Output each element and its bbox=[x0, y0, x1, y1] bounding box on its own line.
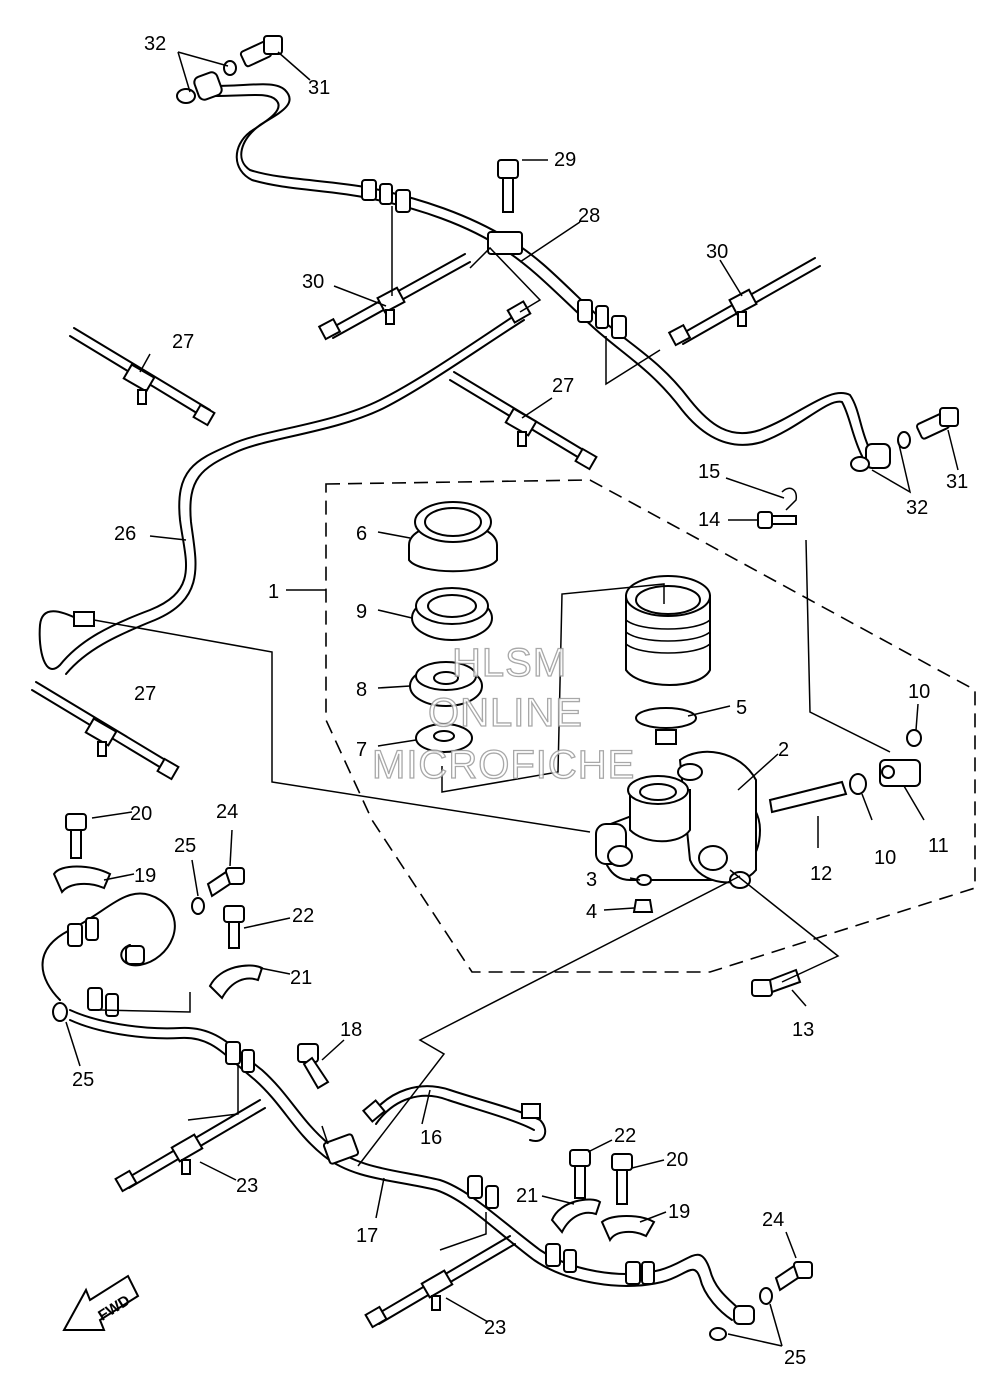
float-7 bbox=[415, 723, 473, 753]
callout-labels: 1 2 3 4 5 6 7 8 9 10 10 11 12 13 14 15 1… bbox=[72, 33, 968, 1369]
callout: 4 bbox=[586, 901, 597, 923]
callout: 1 bbox=[268, 581, 279, 603]
master-cylinder-2 bbox=[595, 750, 762, 889]
callout: 20 bbox=[130, 803, 152, 825]
washer-25-right-b bbox=[709, 1327, 727, 1341]
cable-tie-30-right bbox=[667, 257, 821, 347]
callout: 31 bbox=[946, 471, 968, 493]
bolt-24-left bbox=[206, 867, 245, 898]
reservoir-cap-6 bbox=[408, 501, 498, 573]
svg-text:HLSM: HLSM bbox=[452, 641, 567, 685]
callout: 30 bbox=[302, 271, 324, 293]
brake-pipe-26 bbox=[38, 300, 532, 675]
bolt-13 bbox=[751, 968, 802, 997]
callout: 12 bbox=[810, 863, 832, 885]
diaphragm-plate-9 bbox=[411, 587, 493, 641]
callout: 5 bbox=[736, 697, 747, 719]
callout: 10 bbox=[874, 847, 896, 869]
washer-25-left bbox=[52, 1002, 68, 1022]
callout: 25 bbox=[784, 1347, 806, 1369]
callout: 25 bbox=[72, 1069, 94, 1091]
callout: 29 bbox=[554, 149, 576, 171]
svg-text:ONLINE: ONLINE bbox=[428, 691, 583, 735]
clamp-19-left bbox=[52, 865, 112, 894]
callout: 18 bbox=[340, 1019, 362, 1041]
bolt-24-right bbox=[774, 1261, 813, 1292]
callout: 14 bbox=[698, 509, 720, 531]
callout: 6 bbox=[356, 523, 367, 545]
callout: 15 bbox=[698, 461, 720, 483]
callout: 26 bbox=[114, 523, 136, 545]
banjo-fitting-top-right bbox=[850, 407, 959, 472]
bolt-20-left bbox=[65, 813, 87, 859]
bleeder-4 bbox=[632, 899, 654, 913]
bolt-20-right bbox=[611, 1153, 633, 1205]
bolt-22-right bbox=[569, 1149, 591, 1199]
washer-25-right-a bbox=[759, 1287, 773, 1305]
cable-tie-27-lower-left bbox=[31, 681, 180, 781]
callout: 19 bbox=[134, 865, 156, 887]
bolt-22-left bbox=[223, 905, 245, 949]
callout: 9 bbox=[356, 601, 367, 623]
svg-text:MICROFICHE: MICROFICHE bbox=[372, 743, 635, 787]
callout: 21 bbox=[290, 967, 312, 989]
brake-hose-17 bbox=[41, 892, 741, 1321]
callout: 27 bbox=[552, 375, 574, 397]
banjo-fitting-lower-right bbox=[733, 1305, 755, 1325]
bolt-18 bbox=[297, 1043, 330, 1090]
cable-tie-27-middle bbox=[449, 371, 598, 471]
callout: 3 bbox=[586, 869, 597, 891]
cable-tie-30-left bbox=[317, 253, 471, 341]
fwd-arrow-icon: FWD bbox=[62, 1274, 140, 1331]
callout: 32 bbox=[144, 33, 166, 55]
callout: 23 bbox=[236, 1175, 258, 1197]
callout: 16 bbox=[420, 1127, 442, 1149]
leader-lines bbox=[65, 51, 959, 1347]
banjo-fitting-top-left bbox=[176, 35, 283, 104]
brake-pipe-16 bbox=[361, 1085, 547, 1142]
washer-25-upper bbox=[191, 897, 205, 915]
callout: 28 bbox=[578, 205, 600, 227]
callout: 7 bbox=[356, 739, 367, 761]
callout: 17 bbox=[356, 1225, 378, 1247]
callout: 31 bbox=[308, 77, 330, 99]
callout: 27 bbox=[134, 683, 156, 705]
callout: 20 bbox=[666, 1149, 688, 1171]
callout: 2 bbox=[778, 739, 789, 761]
brake-hose-28 bbox=[211, 83, 871, 457]
callout: 22 bbox=[614, 1125, 636, 1147]
callout: 10 bbox=[908, 681, 930, 703]
callout: 27 bbox=[172, 331, 194, 353]
callout: 19 bbox=[668, 1201, 690, 1223]
callout: 11 bbox=[928, 835, 949, 857]
callout: 24 bbox=[762, 1209, 784, 1231]
clevis-11 bbox=[879, 729, 922, 787]
push-rod-12 bbox=[768, 773, 867, 814]
cable-tie-23-lower bbox=[364, 1235, 516, 1329]
assembly-boundary bbox=[325, 479, 976, 973]
callout: 13 bbox=[792, 1019, 814, 1041]
clamp-21-right bbox=[550, 1198, 602, 1234]
callout: 32 bbox=[906, 497, 928, 519]
clevis-pin-14 bbox=[757, 487, 798, 529]
watermark: HLSM ONLINE MICROFICHE bbox=[371, 640, 635, 787]
bolt-29 bbox=[497, 159, 519, 213]
callout: 25 bbox=[174, 835, 196, 857]
reservoir-5 bbox=[625, 575, 711, 745]
callout: 8 bbox=[356, 679, 367, 701]
callout: 24 bbox=[216, 801, 238, 823]
clamp-21-left bbox=[208, 964, 264, 1000]
callout: 22 bbox=[292, 905, 314, 927]
callout: 21 bbox=[516, 1185, 538, 1207]
callout: 23 bbox=[484, 1317, 506, 1339]
callout: 30 bbox=[706, 241, 728, 263]
